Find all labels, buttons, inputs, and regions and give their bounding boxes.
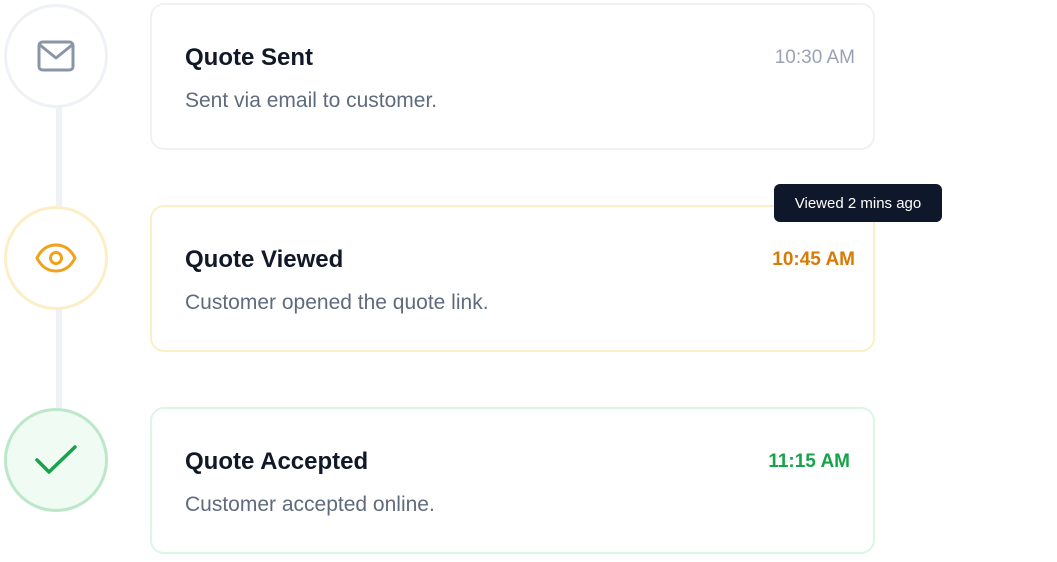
mail-icon [37, 40, 75, 72]
timeline-node-viewed [4, 206, 108, 310]
event-title: Quote Accepted [185, 448, 369, 475]
viewed-tooltip: Viewed 2 mins ago [774, 184, 942, 222]
event-time: 11:15 AM [768, 451, 850, 472]
event-description: Customer opened the quote link. [185, 291, 489, 314]
event-description: Customer accepted online. [185, 493, 435, 516]
eye-icon [35, 243, 77, 273]
timeline-card-sent[interactable]: Quote Sent Sent via email to customer. 1… [150, 3, 875, 150]
timeline-node-sent [4, 4, 108, 108]
event-description: Sent via email to customer. [185, 89, 438, 112]
event-time: 10:45 AM [772, 249, 855, 270]
timeline-card-accepted[interactable]: Quote Accepted Customer accepted online.… [150, 407, 875, 554]
event-title: Quote Sent [185, 44, 314, 71]
timeline-card-viewed[interactable]: Quote Viewed Customer opened the quote l… [150, 205, 875, 352]
event-time: 10:30 AM [774, 47, 855, 68]
event-title: Quote Viewed [185, 246, 344, 273]
timeline-node-accepted [4, 408, 108, 512]
check-icon [34, 444, 78, 476]
